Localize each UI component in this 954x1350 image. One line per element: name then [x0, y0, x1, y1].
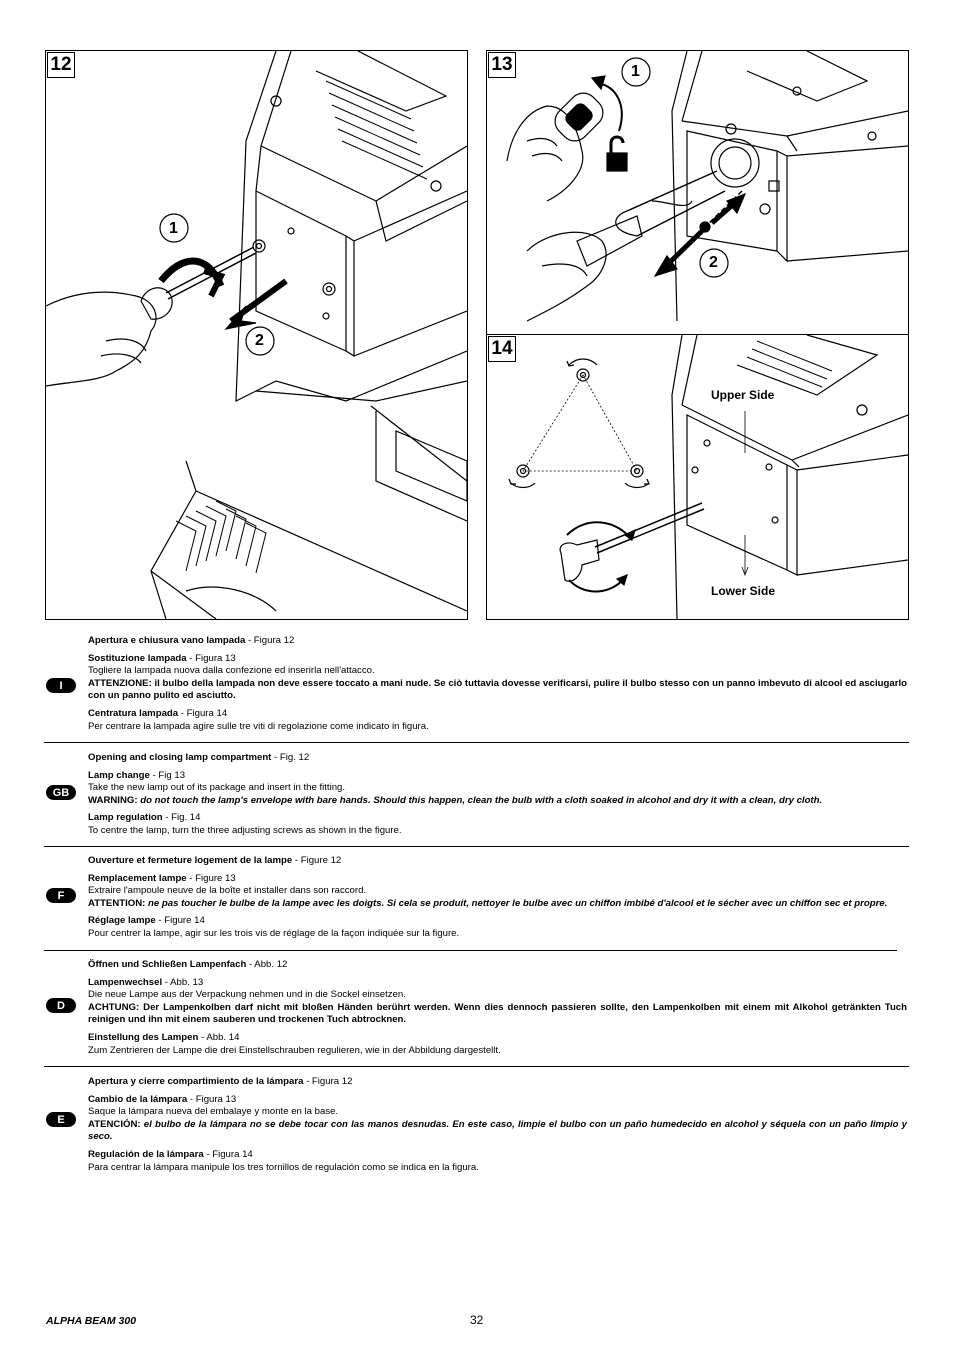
ref-change: - Figura 13	[187, 1093, 237, 1105]
ref-regulation: - Figura 14	[203, 1148, 253, 1160]
heading-open: Opening and closing lamp compartment	[88, 752, 272, 763]
figure-number: 13	[488, 52, 516, 78]
regulation-text: Per centrare la lampada agire sulle tre …	[88, 720, 429, 732]
warning-text: il bulbo della lampada non deve essere t…	[88, 677, 907, 702]
regulation-text: Pour centrer la lampe, agir sur les troi…	[88, 927, 460, 939]
change-text: Togliere la lampada nuova dalla confezio…	[88, 665, 375, 677]
upper-side-label: Upper Side	[711, 388, 775, 402]
heading-change: Remplacement lampe	[88, 872, 187, 884]
section-italian: I Apertura e chiusura vano lampada - Fig…	[44, 632, 909, 743]
figure-number: 14	[488, 336, 516, 362]
language-badge: F	[46, 888, 76, 903]
warning-label: ATENCIÓN:	[88, 1118, 141, 1130]
change-text: Die neue Lampe aus der Verpackung nehmen…	[88, 989, 406, 1001]
callout-1: 1	[169, 220, 178, 237]
language-badge: GB	[46, 785, 76, 800]
figure-13: 13	[486, 50, 909, 336]
section-content: Apertura e chiusura vano lampada - Figur…	[88, 635, 907, 733]
heading-open: Apertura y cierre compartimiento de la l…	[88, 1076, 304, 1087]
heading-change: Lampenwechsel	[88, 976, 163, 988]
ref-change: - Figure 13	[186, 872, 236, 884]
callout-2: 2	[709, 254, 718, 271]
language-badge: E	[46, 1112, 76, 1127]
warning-label: WARNING:	[88, 794, 138, 806]
figure-14-drawing	[508, 335, 908, 619]
section-content: Apertura y cierre compartimiento de la l…	[88, 1076, 907, 1174]
change-text: Take the new lamp out of its package and…	[88, 782, 346, 794]
ref-open: - Figure 12	[292, 855, 342, 866]
regulation-text: Zum Zentrieren der Lampe die drei Einste…	[88, 1044, 501, 1056]
ref-open: - Figura 12	[245, 635, 295, 646]
heading-open: Ouverture et fermeture logement de la la…	[88, 855, 293, 866]
heading-open: Apertura e chiusura vano lampada	[88, 635, 246, 646]
divider	[44, 950, 897, 951]
language-badge: D	[46, 998, 76, 1013]
heading-change: Sostituzione lampada	[88, 652, 187, 664]
figure-12: 12	[45, 50, 468, 620]
warning-text: do not touch the lamp's envelope with ba…	[137, 794, 823, 806]
heading-change: Cambio de la lámpara	[88, 1093, 188, 1105]
ref-regulation: - Abb. 14	[198, 1031, 240, 1043]
callout-2: 2	[255, 332, 264, 349]
lower-side-label: Lower Side	[711, 584, 776, 598]
regulation-text: Para centrar la lámpara manipule los tre…	[88, 1161, 479, 1173]
section-content: Öffnen und Schließen Lampenfach - Abb. 1…	[88, 959, 907, 1057]
heading-change: Lamp change	[88, 769, 150, 781]
warning-text: ne pas toucher le bulbe de la lampe avec…	[145, 897, 888, 909]
ref-change: - Abb. 13	[162, 976, 204, 988]
warning-label: ATTENTION:	[88, 897, 146, 909]
change-text: Saque la lámpara nueva del embalaye y mo…	[88, 1106, 339, 1118]
figure-14: 14 Upper Side	[486, 334, 909, 620]
section-content: Opening and closing lamp compartment - F…	[88, 752, 907, 838]
section-french: F Ouverture et fermeture logement de la …	[44, 853, 909, 951]
figure-12-drawing	[46, 51, 467, 619]
language-badge: I	[46, 678, 76, 693]
change-text: Extraire l'ampoule neuve de la boîte et …	[88, 885, 367, 897]
figure-13-drawing	[506, 51, 908, 322]
section-german: D Öffnen und Schließen Lampenfach - Abb.…	[44, 957, 909, 1067]
ref-open: - Fig. 12	[271, 752, 310, 763]
divider	[44, 846, 909, 847]
callout-1: 1	[631, 63, 640, 80]
ref-open: - Figura 12	[303, 1076, 353, 1087]
warning-label: ACHTUNG:	[88, 1001, 140, 1013]
heading-regulation: Einstellung des Lampen	[88, 1031, 199, 1043]
warning-text: el bulbo de la lámpara no se debe tocar …	[88, 1118, 907, 1143]
divider	[44, 1066, 909, 1067]
regulation-text: To centre the lamp, turn the three adjus…	[88, 824, 402, 836]
section-spanish: E Apertura y cierre compartimiento de la…	[44, 1074, 909, 1184]
warning-label: ATTENZIONE:	[88, 677, 152, 689]
heading-regulation: Centratura lampada	[88, 707, 179, 719]
heading-open: Öffnen und Schließen Lampenfach	[88, 959, 247, 970]
ref-change: - Fig 13	[149, 769, 186, 781]
figure-number: 12	[47, 52, 75, 78]
ref-regulation: - Fig. 14	[162, 812, 201, 824]
warning-text: Der Lampenkolben darf nicht mit bloßen H…	[88, 1001, 907, 1026]
page-number: 32	[470, 1313, 484, 1327]
heading-regulation: Regulación de la lámpara	[88, 1148, 204, 1160]
ref-open: - Abb. 12	[246, 959, 288, 970]
ref-regulation: - Figure 14	[155, 915, 205, 927]
heading-regulation: Lamp regulation	[88, 812, 163, 824]
heading-regulation: Réglage lampe	[88, 915, 156, 927]
ref-regulation: - Figura 14	[178, 707, 228, 719]
product-name: ALPHA BEAM 300	[46, 1315, 137, 1327]
divider	[44, 742, 909, 743]
section-content: Ouverture et fermeture logement de la la…	[88, 855, 907, 941]
section-english: GB Opening and closing lamp compartment …	[44, 750, 909, 847]
ref-change: - Figura 13	[186, 652, 236, 664]
